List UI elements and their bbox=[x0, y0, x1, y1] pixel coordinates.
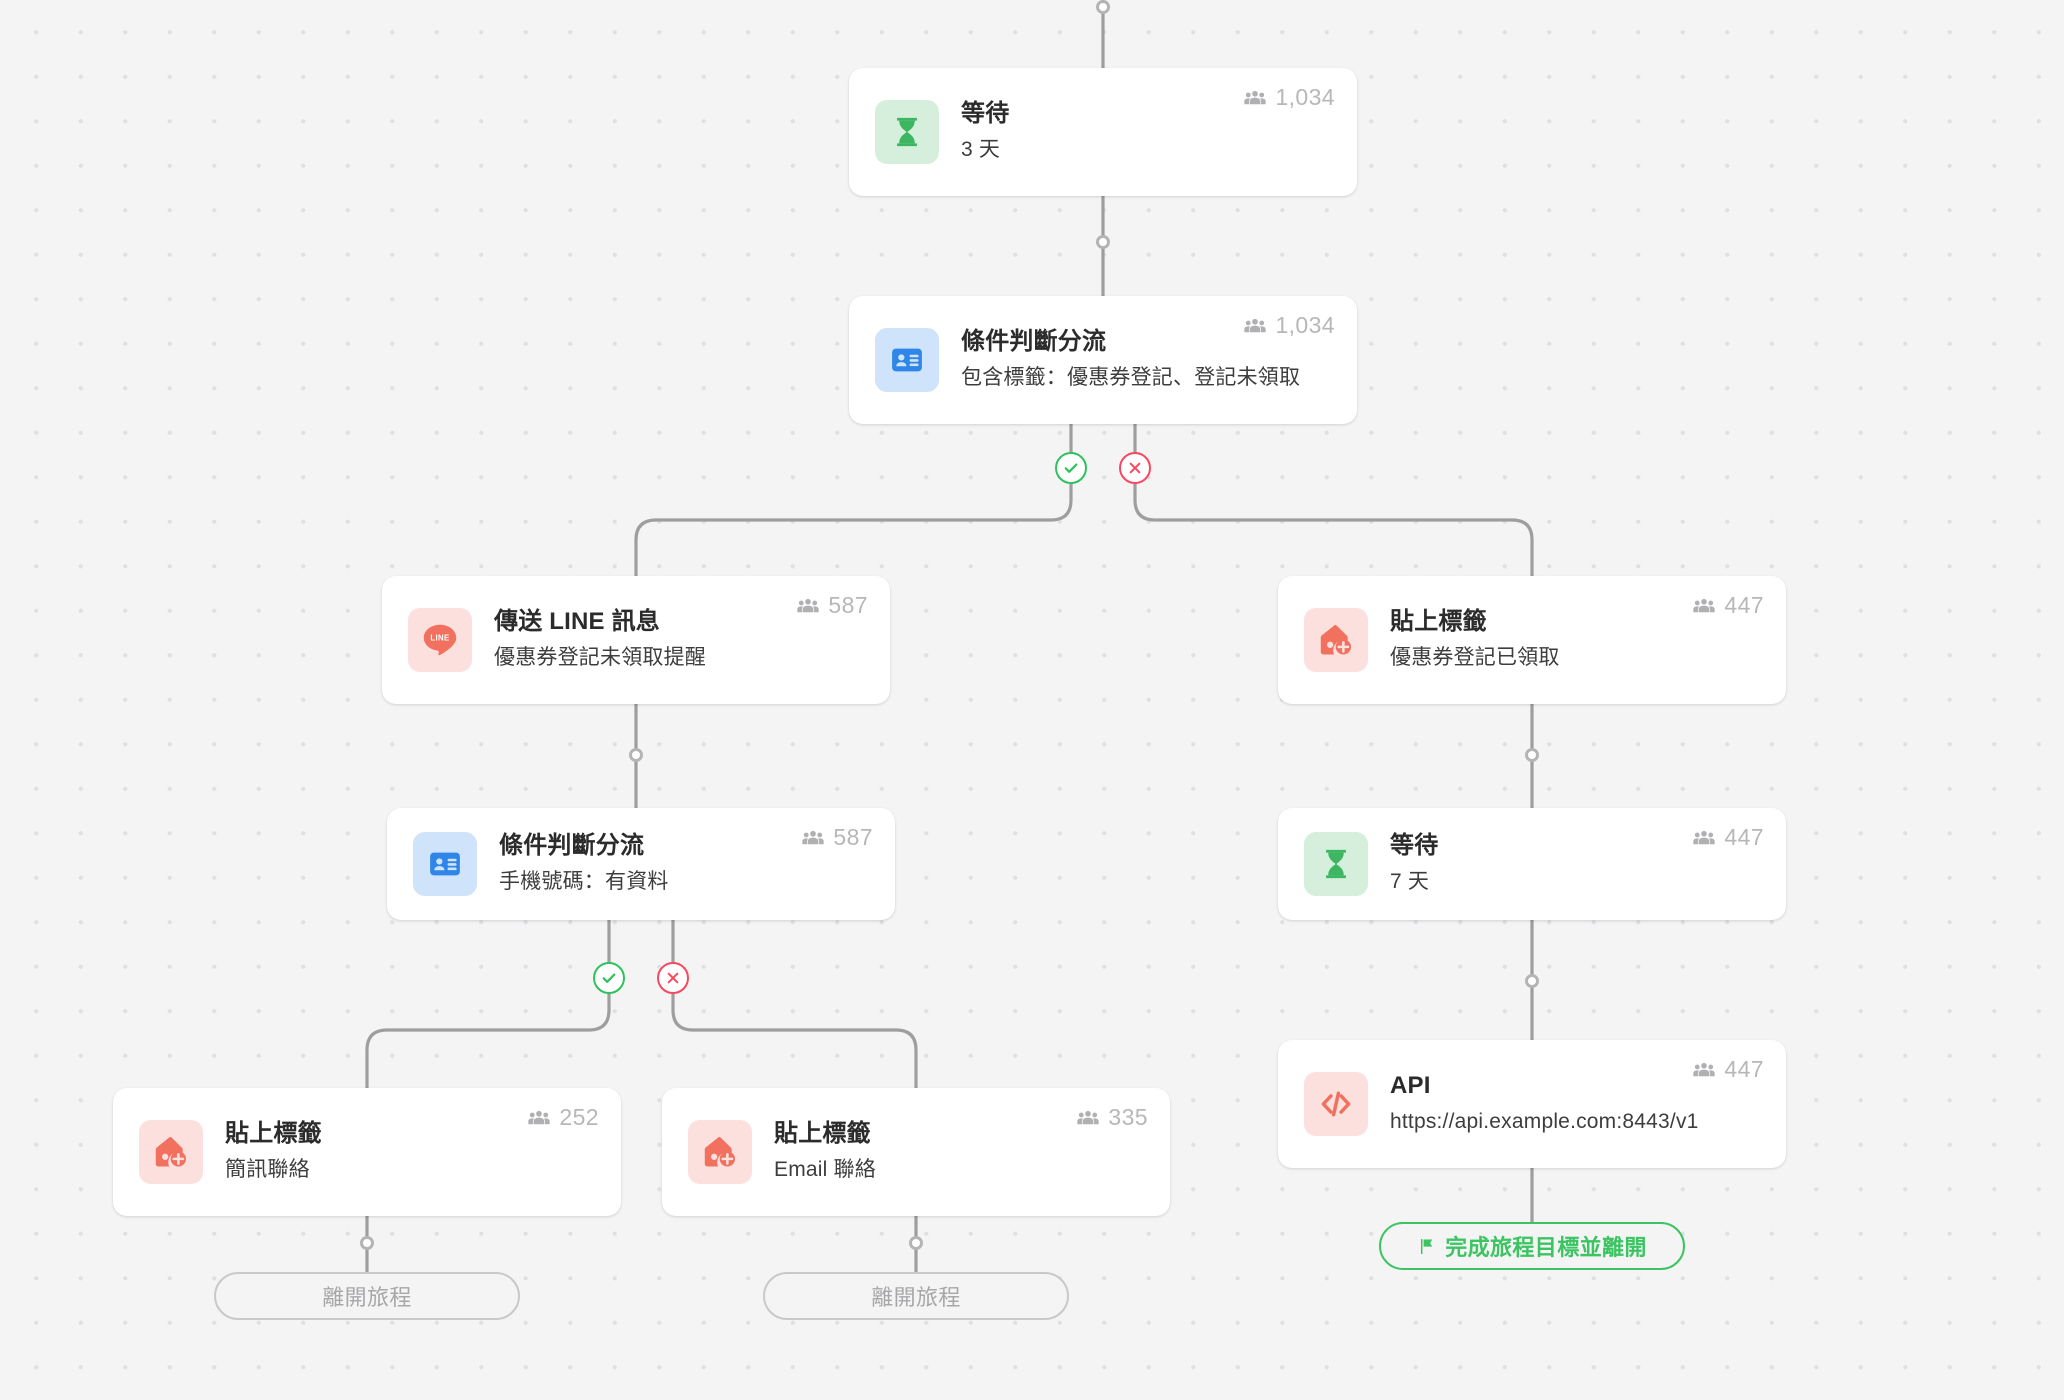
count-value: 335 bbox=[1108, 1104, 1148, 1130]
audience-count: 1,034 bbox=[1244, 312, 1335, 339]
tag-plus-icon bbox=[1304, 608, 1368, 672]
node-title: 條件判斷分流 bbox=[961, 328, 1107, 356]
contact-card-icon bbox=[875, 328, 939, 392]
count-value: 1,034 bbox=[1275, 84, 1335, 110]
edge-handle[interactable] bbox=[1525, 974, 1539, 988]
node-subtitle: 手機號碼：有資料 bbox=[499, 870, 669, 894]
people-icon bbox=[528, 1110, 551, 1124]
node-title: 等待 bbox=[1390, 832, 1439, 860]
node-line-message[interactable]: LINE 傳送 LINE 訊息 優惠券登記未領取提醒 587 bbox=[382, 576, 890, 704]
people-icon bbox=[1693, 830, 1716, 844]
contact-card-icon bbox=[413, 832, 477, 896]
node-title: 等待 bbox=[961, 100, 1010, 128]
count-value: 587 bbox=[828, 592, 868, 618]
edge-yes-to-line bbox=[634, 482, 1073, 578]
line-icon: LINE bbox=[408, 608, 472, 672]
node-title: 貼上標籤 bbox=[225, 1120, 322, 1148]
node-subtitle: Email 聯絡 bbox=[774, 1158, 876, 1182]
node-condition-phone[interactable]: 條件判斷分流 手機號碼：有資料 587 bbox=[387, 808, 895, 920]
people-icon bbox=[1244, 318, 1267, 332]
edge-handle[interactable] bbox=[909, 1236, 923, 1250]
hourglass-icon bbox=[1304, 832, 1368, 896]
count-value: 447 bbox=[1724, 1056, 1764, 1082]
node-title: 貼上標籤 bbox=[774, 1120, 871, 1148]
edge-handle[interactable] bbox=[629, 748, 643, 762]
tag-plus-icon bbox=[688, 1120, 752, 1184]
edge-handle[interactable] bbox=[1096, 0, 1110, 14]
exit-label: 離開旅程 bbox=[871, 1285, 961, 1310]
node-title: 傳送 LINE 訊息 bbox=[494, 608, 661, 636]
node-apply-tag-sms[interactable]: 貼上標籤 簡訊聯絡 252 bbox=[113, 1088, 621, 1216]
edge-handle[interactable] bbox=[1096, 235, 1110, 249]
count-value: 1,034 bbox=[1275, 312, 1335, 338]
code-icon bbox=[1304, 1072, 1368, 1136]
edge-handle[interactable] bbox=[1525, 748, 1539, 762]
edge-yes-to-sms bbox=[365, 992, 611, 1090]
audience-count: 447 bbox=[1693, 1056, 1764, 1083]
node-title: 條件判斷分流 bbox=[499, 832, 645, 860]
audience-count: 1,034 bbox=[1244, 84, 1335, 111]
people-icon bbox=[1077, 1110, 1100, 1124]
exit-journey-pill-sms[interactable]: 離開旅程 bbox=[214, 1272, 520, 1320]
node-condition-tag[interactable]: 條件判斷分流 包含標籤：優惠券登記、登記未領取 1,034 bbox=[849, 296, 1357, 424]
node-subtitle: https://api.example.com:8443/v1 bbox=[1390, 1110, 1699, 1134]
audience-count: 447 bbox=[1693, 592, 1764, 619]
count-value: 447 bbox=[1724, 824, 1764, 850]
branch-no-badge-2[interactable] bbox=[657, 962, 689, 994]
svg-text:LINE: LINE bbox=[430, 633, 449, 642]
node-subtitle: 優惠券登記已領取 bbox=[1390, 646, 1560, 670]
x-circle-icon bbox=[1129, 462, 1141, 474]
audience-count: 587 bbox=[797, 592, 868, 619]
node-subtitle: 包含標籤：優惠券登記、登記未領取 bbox=[961, 366, 1301, 390]
hourglass-icon bbox=[875, 100, 939, 164]
exit-journey-pill-email[interactable]: 離開旅程 bbox=[763, 1272, 1069, 1320]
node-title: 貼上標籤 bbox=[1390, 608, 1487, 636]
people-icon bbox=[1244, 90, 1267, 104]
audience-count: 587 bbox=[802, 824, 873, 851]
edge-no-to-tag bbox=[1133, 482, 1534, 578]
tag-plus-icon bbox=[139, 1120, 203, 1184]
people-icon bbox=[1693, 598, 1716, 612]
count-value: 252 bbox=[559, 1104, 599, 1130]
exit-label: 離開旅程 bbox=[322, 1285, 412, 1310]
line-logo: LINE bbox=[423, 624, 457, 656]
node-subtitle: 優惠券登記未領取提醒 bbox=[494, 646, 706, 670]
node-subtitle: 3 天 bbox=[961, 138, 1001, 162]
node-apply-tag-received[interactable]: 貼上標籤 優惠券登記已領取 447 bbox=[1278, 576, 1786, 704]
flag-icon bbox=[1421, 1238, 1433, 1254]
audience-count: 335 bbox=[1077, 1104, 1148, 1131]
check-circle-icon bbox=[602, 973, 616, 983]
complete-goal-exit-pill[interactable]: 完成旅程目標並離開 bbox=[1379, 1222, 1685, 1270]
node-wait-7d[interactable]: 等待 7 天 447 bbox=[1278, 808, 1786, 920]
branch-yes-badge-2[interactable] bbox=[593, 962, 625, 994]
edge-handle[interactable] bbox=[360, 1236, 374, 1250]
people-icon bbox=[797, 598, 820, 612]
check-circle-icon bbox=[1064, 463, 1078, 473]
people-icon bbox=[1693, 1062, 1716, 1076]
node-wait-3d[interactable]: 等待 3 天 1,034 bbox=[849, 68, 1357, 196]
node-subtitle: 簡訊聯絡 bbox=[225, 1158, 310, 1182]
node-api-call[interactable]: API https://api.example.com:8443/v1 447 bbox=[1278, 1040, 1786, 1168]
node-subtitle: 7 天 bbox=[1390, 870, 1430, 894]
count-value: 447 bbox=[1724, 592, 1764, 618]
x-circle-icon bbox=[667, 972, 679, 984]
goal-label: 完成旅程目標並離開 bbox=[1445, 1235, 1647, 1260]
node-apply-tag-email[interactable]: 貼上標籤 Email 聯絡 335 bbox=[662, 1088, 1170, 1216]
audience-count: 447 bbox=[1693, 824, 1764, 851]
count-value: 587 bbox=[833, 824, 873, 850]
branch-no-badge-1[interactable] bbox=[1119, 452, 1151, 484]
people-icon bbox=[802, 830, 825, 844]
node-title: API bbox=[1390, 1072, 1431, 1100]
branch-yes-badge-1[interactable] bbox=[1055, 452, 1087, 484]
audience-count: 252 bbox=[528, 1104, 599, 1131]
edge-no-to-email bbox=[671, 992, 918, 1090]
